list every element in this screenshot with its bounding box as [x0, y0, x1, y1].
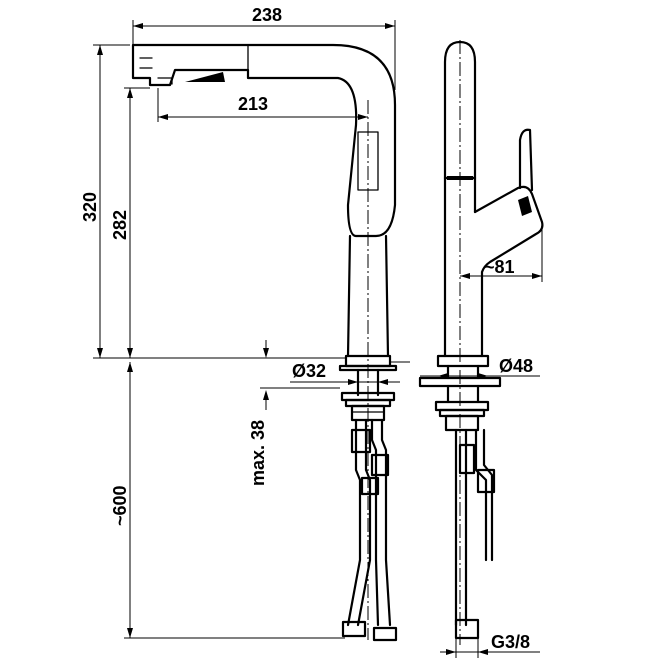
side-clamp-2	[476, 468, 496, 494]
dim-handle-projection-label: ~81	[484, 257, 515, 277]
side-hose-a	[454, 428, 468, 627]
hose-left-inner	[356, 418, 372, 627]
dim-overall-reach-label: 238	[252, 5, 282, 25]
dim-spout-reach: 213	[157, 88, 368, 122]
hose-right-outer	[370, 418, 380, 627]
dim-connection-thread-label: G3/8	[491, 632, 530, 652]
spout-outline	[131, 43, 397, 238]
side-lever-mark	[518, 196, 532, 216]
dim-overall-height-label: 320	[80, 192, 100, 222]
spray-nozzle	[157, 77, 173, 85]
hose-end-left	[341, 620, 367, 638]
dim-counter-thickness: max. 38	[248, 340, 340, 486]
dim-handle-projection: ~81	[460, 228, 543, 282]
side-hose-end	[454, 618, 480, 640]
dim-body-diameter-label: Ø32	[292, 361, 326, 381]
dim-overall-reach: 238	[132, 5, 396, 90]
dim-base-diameter: Ø48	[420, 356, 540, 379]
side-shank-lower	[446, 384, 480, 404]
side-lever-handle	[518, 128, 534, 192]
dim-spout-height-label: 282	[110, 210, 130, 240]
dim-spout-reach-label: 213	[238, 94, 268, 114]
dim-hose-length: ~600	[110, 362, 345, 639]
side-body	[443, 176, 477, 358]
dim-connection-thread: G3/8	[440, 632, 540, 658]
dim-spout-height: 282	[110, 87, 150, 358]
front-view	[131, 43, 398, 642]
dim-hose-length-label: ~600	[110, 485, 130, 526]
dim-overall-height: 320	[80, 44, 130, 358]
side-base-rosette	[436, 354, 490, 368]
front-handle	[357, 131, 379, 191]
hose-clamp-3	[360, 476, 380, 496]
dim-base-diameter-label: Ø48	[499, 356, 533, 376]
side-view	[418, 40, 544, 645]
hose-right-inner	[380, 418, 392, 627]
spray-button	[185, 72, 225, 82]
side-fixing-sleeve	[444, 414, 480, 432]
hose-clamp-2	[370, 453, 390, 477]
hose-clamp-1	[350, 428, 372, 454]
hose-left-outer	[346, 418, 362, 627]
hose-end-right	[372, 626, 398, 642]
dim-counter-thickness-label: max. 38	[248, 420, 268, 486]
body-column	[346, 234, 390, 358]
side-hose-b	[474, 428, 494, 562]
side-spray-head	[443, 40, 477, 180]
side-fixing-plate	[434, 400, 490, 412]
dim-body-diameter: Ø32	[290, 361, 400, 385]
spray-head-detail	[139, 57, 153, 69]
